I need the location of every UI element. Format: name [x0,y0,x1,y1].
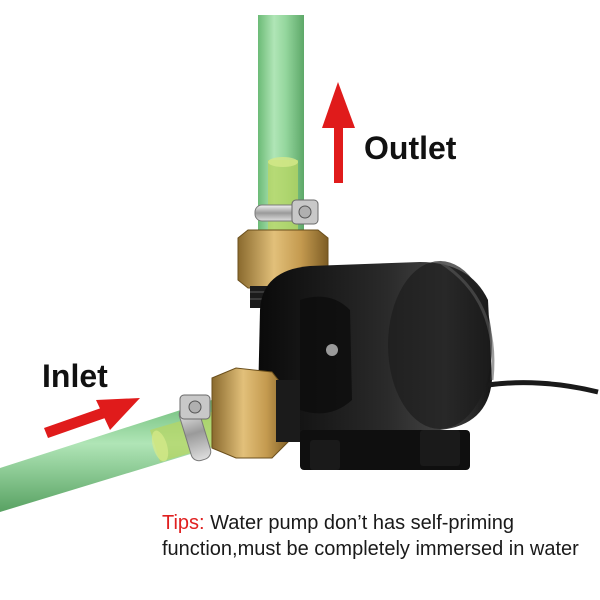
tips-label: Tips: [162,512,205,534]
pump-body [258,260,495,470]
tips-note: Tips: Water pump don’t has self-priming … [162,510,582,562]
tips-text: Water pump don’t has self-priming functi… [162,512,579,560]
outlet-hose-clamp [254,199,319,225]
inlet-brass-nut [211,367,300,459]
inlet-label: Inlet [42,358,108,394]
arrow-up-icon [322,82,355,183]
arrow-up-right-icon [44,398,140,438]
power-cable [487,380,599,395]
inlet-hose-clamp [178,394,212,462]
outlet-label: Outlet [364,130,457,166]
